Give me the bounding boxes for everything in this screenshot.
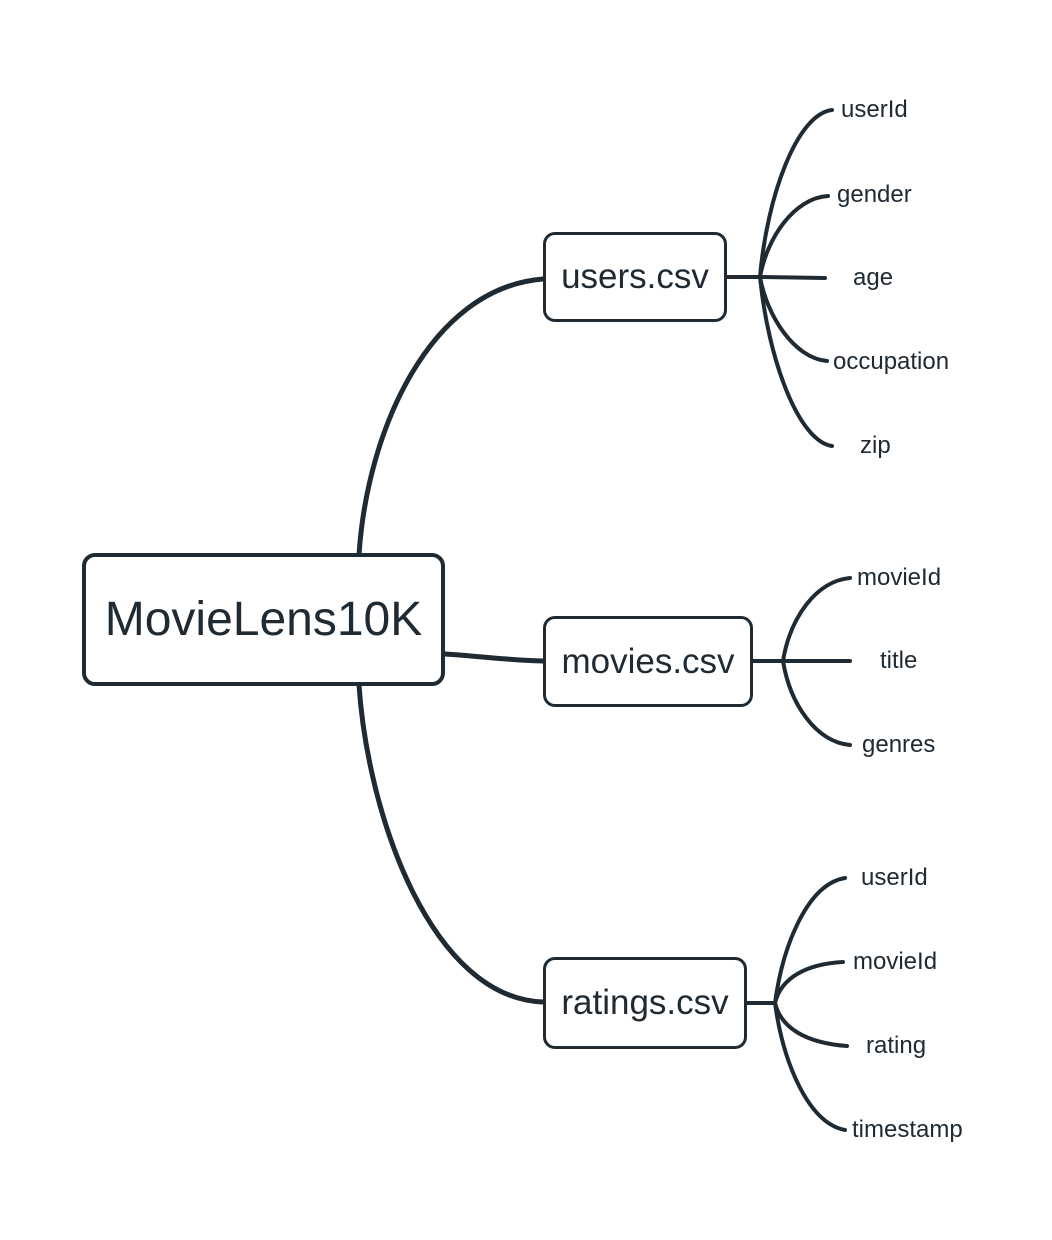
- edge-root-users: [356, 276, 546, 558]
- leaf-movies-genres[interactable]: genres: [862, 731, 936, 758]
- edge-root-movies: [442, 651, 546, 664]
- leaf-ratings-movieid[interactable]: movieId: [853, 948, 938, 975]
- leaf-ratings-userid[interactable]: userId: [861, 864, 928, 891]
- edge-root-ratings: [356, 682, 546, 1005]
- edge-users-age: [758, 275, 827, 280]
- node-movielens10k[interactable]: MovieLens10K: [82, 553, 445, 686]
- edge-movies-movieid: [781, 576, 852, 663]
- leaf-users-occupation[interactable]: occupation: [833, 348, 950, 375]
- leaf-ratings-timestamp[interactable]: timestamp: [852, 1116, 963, 1143]
- edge-users-zip: [758, 275, 834, 448]
- edge-ratings-timestamp: [773, 1001, 847, 1132]
- leaf-users-userid[interactable]: userId: [841, 96, 908, 123]
- edge-users-occupation: [758, 275, 829, 363]
- node-users-csv[interactable]: users.csv: [543, 232, 727, 322]
- node-movielens10k-label: MovieLens10K: [104, 593, 423, 646]
- leaf-movies-movieid[interactable]: movieId: [857, 564, 942, 591]
- edge-ratings-movieid: [773, 960, 845, 1005]
- node-movies-csv-label: movies.csv: [561, 641, 735, 681]
- edge-ratings-rating: [773, 1001, 849, 1048]
- leaf-users-zip[interactable]: zip: [860, 432, 891, 459]
- leaf-movies-title[interactable]: title: [880, 647, 918, 674]
- node-movies-csv[interactable]: movies.csv: [543, 616, 753, 707]
- leaf-users-gender[interactable]: gender: [837, 181, 912, 208]
- edge-ratings-userid: [773, 876, 847, 1005]
- edge-users-userid: [758, 108, 834, 279]
- leaf-users-age[interactable]: age: [853, 264, 894, 291]
- node-ratings-csv[interactable]: ratings.csv: [543, 957, 747, 1049]
- node-ratings-csv-label: ratings.csv: [561, 983, 729, 1022]
- edge-users-gender: [758, 194, 830, 279]
- node-users-csv-label: users.csv: [561, 257, 709, 296]
- leaf-ratings-rating[interactable]: rating: [866, 1032, 927, 1059]
- edge-movies-genres: [781, 659, 852, 747]
